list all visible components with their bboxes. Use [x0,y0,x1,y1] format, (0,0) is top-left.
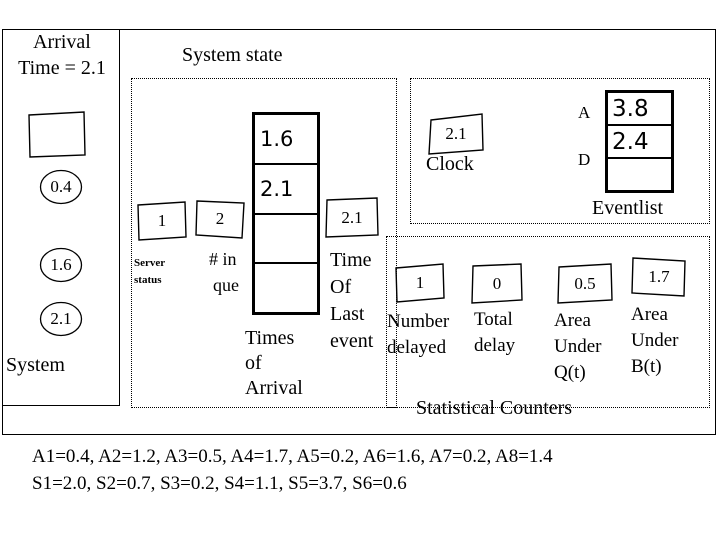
statistical-counters-section-label: Statistical Counters [416,397,573,419]
eventlist-cell-2[interactable] [608,159,671,190]
time-of-last-event-label-line3: Last [330,303,365,325]
clock-label: Clock [426,153,474,175]
time-of-last-event-label-line1: Time [330,249,372,271]
times-of-arrival-label-line1: Times [245,327,295,349]
num-in-queue-box[interactable]: 2 [194,198,246,240]
eventlist-tag-1: D [578,150,591,169]
num-in-queue-label-line1: # in [209,249,237,269]
eventlist-tag-0: A [578,103,591,122]
statistical-counters-region [386,236,710,408]
system-state-section-label: System state [182,44,283,66]
eventlist-cell-0[interactable]: 3.8 [608,93,671,126]
times-of-arrival-cell-0[interactable]: 1.6 [255,115,317,165]
left-panel-server-box-value [27,110,87,160]
counter-label-number-delayed-line2: delayed [387,337,447,358]
system-state-region [131,78,397,408]
counter-label-area-under-bt-line3: B(t) [631,356,662,377]
times-of-arrival-cell-3[interactable] [255,264,317,312]
times-of-arrival-cell-1[interactable]: 2.1 [255,165,317,215]
counter-value-area-under-qt: 0.5 [574,274,596,293]
counter-label-number-delayed-line1: Number [387,311,450,332]
system-panel [2,29,120,406]
server-status-value: 1 [157,211,167,230]
time-of-last-event-label-line2: Of [330,276,352,298]
times-of-arrival-cell-2[interactable] [255,215,317,265]
time-of-last-event-value: 2.1 [341,208,363,227]
counter-label-total-delay-line2: delay [474,335,516,356]
left-panel-server-box[interactable] [27,110,87,160]
eventlist-stack[interactable]: 3.8 2.4 [605,90,674,193]
counter-box-number-delayed[interactable]: 1 [394,262,446,304]
num-in-queue-value: 2 [215,209,225,228]
left-panel-circle-0[interactable]: 0.4 [38,168,84,206]
server-status-label-line1: Server [134,257,166,269]
clock-value: 2.1 [445,124,467,143]
counter-label-area-under-qt-line3: Q(t) [554,362,586,383]
left-panel-heading-line1: Arrival [33,31,91,53]
times-of-arrival-label-line2: of [245,352,262,374]
counter-value-number-delayed: 1 [415,273,425,292]
clock-region [410,78,710,224]
left-panel-circle-1-value: 1.6 [50,255,72,274]
footer-line-arrivals: A1=0.4, A2=1.2, A3=0.5, A4=1.7, A5=0.2, … [32,446,553,467]
time-of-last-event-label-line4: event [330,330,374,352]
counter-box-area-under-bt[interactable]: 1.7 [630,255,688,299]
times-of-arrival-stack[interactable]: 1.6 2.1 [252,112,320,315]
footer-line-services: S1=2.0, S2=0.7, S3=0.2, S4=1.1, S5=3.7, … [32,473,407,494]
time-of-last-event-box[interactable]: 2.1 [324,196,380,240]
eventlist-label: Eventlist [592,197,664,219]
left-panel-footer-label: System [6,354,65,376]
left-panel-circle-2[interactable]: 2.1 [38,300,84,338]
server-status-box[interactable]: 1 [136,200,188,242]
counter-label-area-under-qt-line1: Area [554,310,591,331]
counter-label-area-under-bt-line2: Under [631,330,679,351]
counter-label-area-under-bt-line1: Area [631,304,668,325]
counter-label-area-under-qt-line2: Under [554,336,602,357]
clock-box[interactable]: 2.1 [427,112,485,156]
server-status-label-line2: status [134,274,162,286]
times-of-arrival-label-line3: Arrival [245,377,303,399]
counter-value-area-under-bt: 1.7 [648,267,670,286]
left-panel-circle-0-value: 0.4 [50,177,72,196]
counter-label-total-delay-line1: Total [474,309,513,330]
left-panel-heading-line2: Time = 2.1 [18,57,106,79]
counter-value-total-delay: 0 [492,274,502,293]
counter-box-total-delay[interactable]: 0 [470,262,524,306]
outer-frame [2,29,716,435]
num-in-queue-label-line2: que [213,275,239,295]
eventlist-cell-1[interactable]: 2.4 [608,126,671,159]
left-panel-circle-2-value: 2.1 [50,309,72,328]
left-panel-circle-1[interactable]: 1.6 [38,246,84,284]
counter-box-area-under-qt[interactable]: 0.5 [556,262,614,306]
